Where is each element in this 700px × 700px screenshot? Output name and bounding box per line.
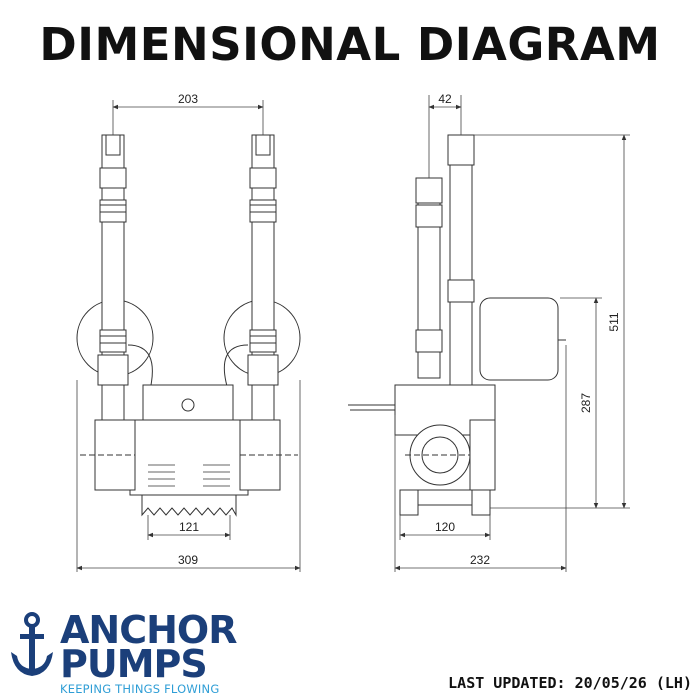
dim-front-309: 309 (178, 553, 198, 567)
brand-tagline: KEEPING THINGS FLOWING (60, 682, 220, 696)
dim-front-121: 121 (179, 520, 199, 534)
dim-side-287: 287 (579, 393, 593, 413)
front-terminal-box (142, 384, 234, 421)
side-tall-pipe (449, 134, 473, 386)
dim-side-42: 42 (438, 92, 452, 106)
side-accumulator (479, 297, 559, 381)
front-view (76, 134, 301, 517)
dim-side-120: 120 (435, 520, 455, 534)
anchor-icon (11, 612, 53, 676)
anchor-pumps-logo: ANCHOR PUMPS KEEPING THINGS FLOWING (8, 606, 258, 696)
dimension-lines (76, 95, 630, 572)
dim-side-511: 511 (607, 312, 621, 331)
last-updated-text: LAST UPDATED: 20/05/26 (LH) (448, 674, 692, 692)
brand-name-line1: ANCHOR (60, 608, 237, 652)
brand-name-line2: PUMPS (60, 642, 208, 686)
page-title: DIMENSIONAL DIAGRAM (39, 18, 661, 71)
dim-front-203: 203 (178, 92, 198, 106)
dim-side-232: 232 (470, 553, 490, 567)
front-motor-body (129, 419, 249, 496)
side-view (348, 134, 566, 516)
